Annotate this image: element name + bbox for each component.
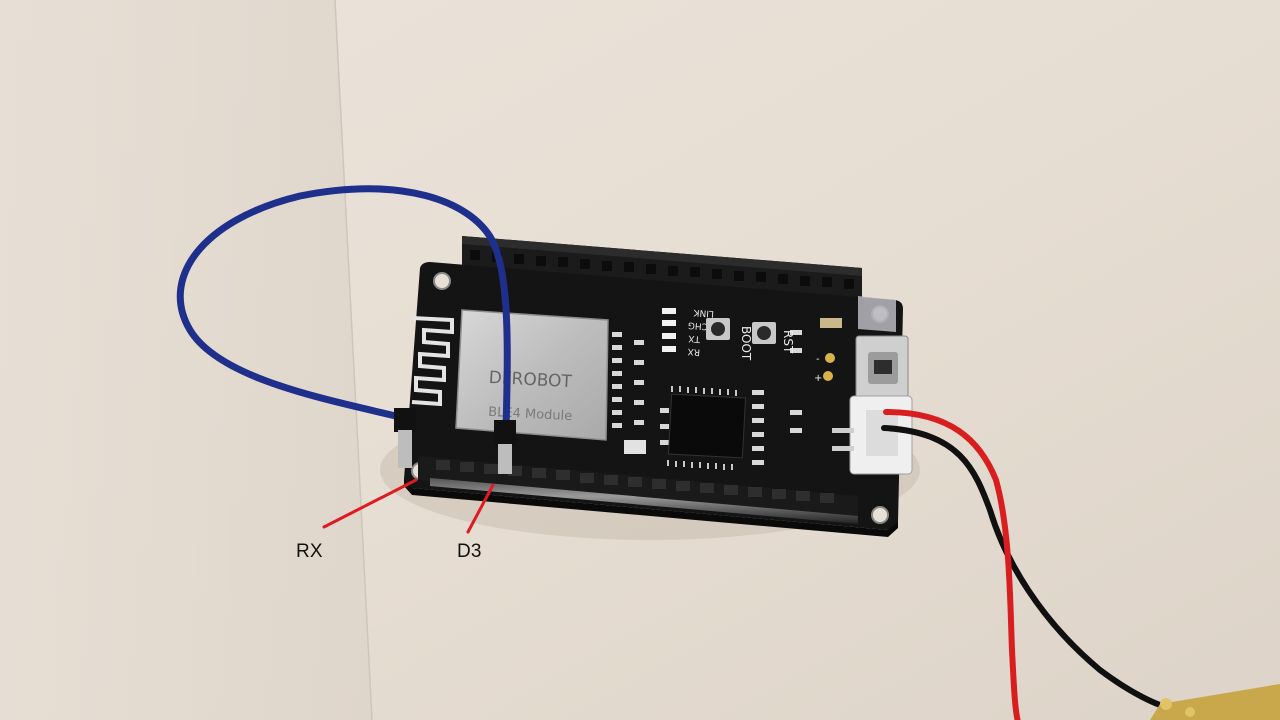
- paper-left-sheet: [0, 0, 372, 720]
- d3-annotation-label: D3: [457, 541, 482, 562]
- rst-button: RST: [752, 322, 795, 354]
- rst-button-label: RST: [781, 330, 795, 354]
- smd-components: [612, 318, 842, 465]
- svg-text:+: +: [814, 373, 822, 384]
- back-pin-header: [462, 236, 862, 300]
- paper-fold-line: [334, 0, 373, 720]
- svg-text:-: -: [816, 354, 820, 365]
- battery-red-wire: [883, 409, 1021, 720]
- jumper-connector-rx: [394, 408, 416, 468]
- led-label-rx: RX: [687, 346, 700, 357]
- battery-connector: [832, 395, 913, 475]
- led-label-chg: CHG: [688, 320, 709, 331]
- led-label-link: LINK: [692, 307, 714, 318]
- micro-usb-port: [855, 335, 909, 399]
- rx-annotation-line: [322, 478, 418, 529]
- back-header-pins: [470, 250, 854, 289]
- corner-plate: [858, 296, 896, 332]
- rx-annotation-label: RX: [296, 541, 323, 562]
- battery-pack: [1150, 684, 1280, 720]
- ble-module: DFROBOT BLE4 Module: [455, 309, 609, 441]
- front-pin-header: [418, 456, 858, 524]
- battery-black-wire: [881, 425, 1213, 720]
- boot-button: BOOT: [706, 318, 753, 361]
- led-label-tx: TX: [688, 333, 701, 344]
- antenna-trace: [411, 316, 454, 407]
- blue-jumper-wire: [176, 185, 511, 434]
- power-pads: - +: [814, 353, 835, 384]
- microcontroller-chip: [667, 386, 747, 470]
- d3-annotation-line: [466, 483, 495, 534]
- module-brand-text: DFROBOT: [488, 368, 573, 392]
- status-leds: LINK CHG TX RX: [662, 307, 714, 357]
- boot-button-label: BOOT: [739, 326, 753, 361]
- jumper-connector-d3: [494, 420, 516, 474]
